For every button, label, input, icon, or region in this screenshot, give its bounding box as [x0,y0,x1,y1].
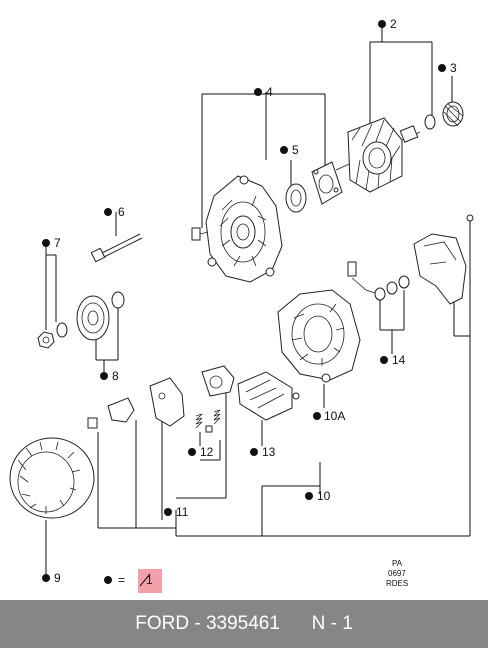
part-number-footer: FORD - 3395461 N - 1 [0,600,488,648]
stator-drawing [9,437,95,519]
legend: = 1 [104,569,162,593]
callout-3: 3 [450,61,457,75]
callout-14: 14 [392,353,406,367]
pulley-drawing [37,291,125,349]
drawing-code-line1: PA [392,559,403,568]
rear-housing-drawing [277,289,361,383]
callout-2: 2 [390,17,397,31]
rotor-drawing [335,117,421,193]
callout-10a: 10A [324,409,345,423]
footer-brand: FORD [135,613,190,634]
legend-part-ref: 1 [146,573,153,587]
drawing-code-line3: RDES [386,579,408,588]
callout-12: 12 [200,445,214,459]
terminal-hardware-drawing [347,214,474,305]
footer-part-number: 3395461 [205,613,280,634]
footer-separator: - [189,613,206,634]
callout-5: 5 [292,143,299,157]
drawing-code-line2: 0697 [388,569,406,578]
callout-13: 13 [262,445,276,459]
legend-equals: = [118,573,125,587]
exploded-parts-diagram: 2 3 4 5 6 7 8 9 10 10A 11 12 13 14 = 1 P… [9,17,474,593]
legend-highlight [138,569,162,593]
front-housing-drawing [191,175,283,283]
footer-position: N - 1 [311,613,353,634]
callout-7: 7 [54,236,61,250]
callout-6: 6 [118,205,125,219]
bearing-drawing [424,101,464,130]
callout-4: 4 [266,85,273,99]
front-bearing-drawing [285,161,343,213]
callout-10: 10 [317,489,331,503]
drawing-code: PA 0697 RDES [386,559,408,588]
callout-9: 9 [54,571,61,585]
callout-dots [42,20,446,582]
callout-11: 11 [176,505,189,519]
through-bolt-drawing [90,233,143,263]
callout-8: 8 [112,369,119,383]
leader-lines [45,24,471,574]
callout-labels: 2 3 4 5 6 7 8 9 10 10A 11 12 13 14 [54,17,457,585]
regulator-drawing [87,365,300,433]
legend-dot [104,576,112,584]
